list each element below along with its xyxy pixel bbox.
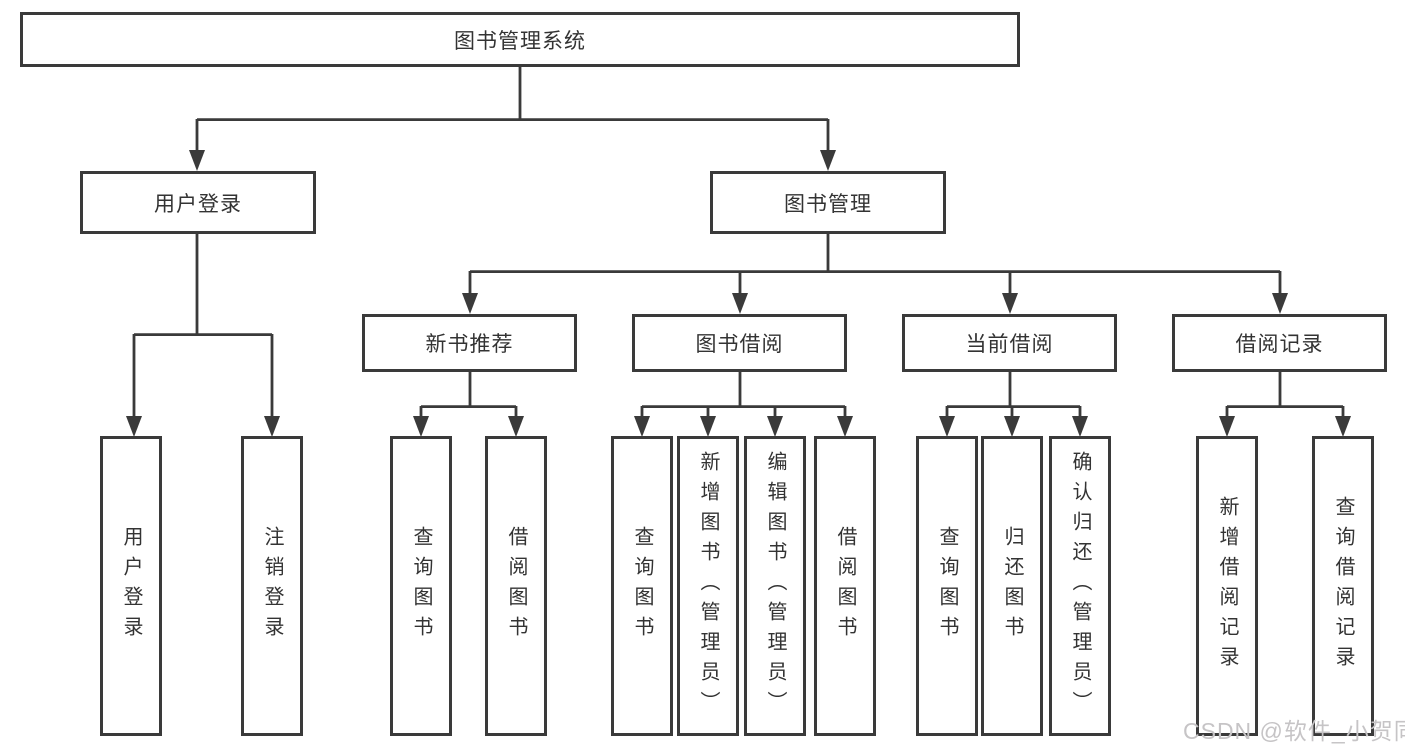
connector-borrow-to-leaves — [640, 372, 847, 421]
arrow-down-icon — [264, 416, 280, 437]
arrow-down-icon — [1219, 416, 1235, 437]
leaf-label: 编辑图书（管理员） — [764, 451, 786, 721]
node-label: 当前借阅 — [965, 333, 1054, 356]
node-current-borrowing: 当前借阅 — [902, 314, 1117, 372]
arrow-down-icon — [1072, 416, 1088, 437]
arrow-down-icon — [939, 416, 955, 437]
node-borrowing-records: 借阅记录 — [1172, 314, 1387, 372]
node-new-book-recommendation: 新书推荐 — [362, 314, 577, 372]
leaf-query-books-1: 查询图书 — [390, 436, 452, 736]
node-user-login: 用户登录 — [80, 171, 316, 234]
arrow-down-icon — [462, 293, 478, 314]
connector-newbook-to-leaves — [419, 372, 518, 421]
arrow-down-icon — [700, 416, 716, 437]
leaf-label: 注销登录 — [261, 526, 283, 646]
leaf-add-books-admin: 新增图书（管理员） — [677, 436, 739, 736]
node-label: 用户登录 — [154, 192, 242, 216]
leaf-query-books-3: 查询图书 — [916, 436, 978, 736]
node-label: 图书管理 — [784, 192, 872, 216]
leaf-query-books-2: 查询图书 — [611, 436, 673, 736]
leaf-query-borrow-record: 查询借阅记录 — [1312, 436, 1374, 736]
arrow-down-icon — [732, 293, 748, 314]
watermark: CSDN @软件_小贺同学 — [1183, 718, 1405, 744]
connector-current-to-leaves — [945, 372, 1082, 421]
node-book-management: 图书管理 — [710, 171, 946, 234]
leaf-borrow-books-2: 借阅图书 — [814, 436, 876, 736]
leaf-label: 用户登录 — [120, 526, 142, 646]
arrowheads — [126, 150, 1351, 437]
arrow-down-icon — [1272, 293, 1288, 314]
leaf-logout: 注销登录 — [241, 436, 303, 736]
leaf-borrow-books-1: 借阅图书 — [485, 436, 547, 736]
leaf-label: 确认归还（管理员） — [1069, 451, 1091, 721]
arrow-down-icon — [126, 416, 142, 437]
connector-userlogin-to-leaves — [132, 234, 274, 421]
connector-root-to-level2 — [195, 67, 830, 155]
leaf-label: 查询图书 — [936, 526, 958, 646]
leaf-add-borrow-record: 新增借阅记录 — [1196, 436, 1258, 736]
arrow-down-icon — [1335, 416, 1351, 437]
arrow-down-icon — [820, 150, 836, 171]
node-label: 新书推荐 — [425, 333, 514, 356]
leaf-label: 新增借阅记录 — [1216, 496, 1238, 676]
arrow-down-icon — [189, 150, 205, 171]
leaf-label: 借阅图书 — [834, 526, 856, 646]
leaf-label: 查询图书 — [631, 526, 653, 646]
leaf-user-login: 用户登录 — [100, 436, 162, 736]
arrow-down-icon — [1002, 293, 1018, 314]
leaf-confirm-return-admin: 确认归还（管理员） — [1049, 436, 1111, 736]
node-label: 图书管理系统 — [454, 29, 586, 53]
connector-bookmgmt-to-level3 — [468, 234, 1282, 299]
arrow-down-icon — [837, 416, 853, 437]
arrow-down-icon — [508, 416, 524, 437]
arrow-down-icon — [1004, 416, 1020, 437]
arrow-down-icon — [413, 416, 429, 437]
arrow-down-icon — [634, 416, 650, 437]
arrow-down-icon — [767, 416, 783, 437]
connector-record-to-leaves — [1225, 372, 1345, 421]
node-book-borrowing: 图书借阅 — [632, 314, 847, 372]
leaf-edit-books-admin: 编辑图书（管理员） — [744, 436, 806, 736]
node-book-management-system: 图书管理系统 — [20, 12, 1020, 67]
leaf-label: 查询图书 — [410, 526, 432, 646]
leaf-label: 借阅图书 — [505, 526, 527, 646]
leaf-return-books: 归还图书 — [981, 436, 1043, 736]
leaf-label: 查询借阅记录 — [1332, 496, 1354, 676]
leaf-label: 新增图书（管理员） — [697, 451, 719, 721]
node-label: 图书借阅 — [695, 333, 784, 356]
node-label: 借阅记录 — [1235, 333, 1324, 356]
leaf-label: 归还图书 — [1001, 526, 1023, 646]
